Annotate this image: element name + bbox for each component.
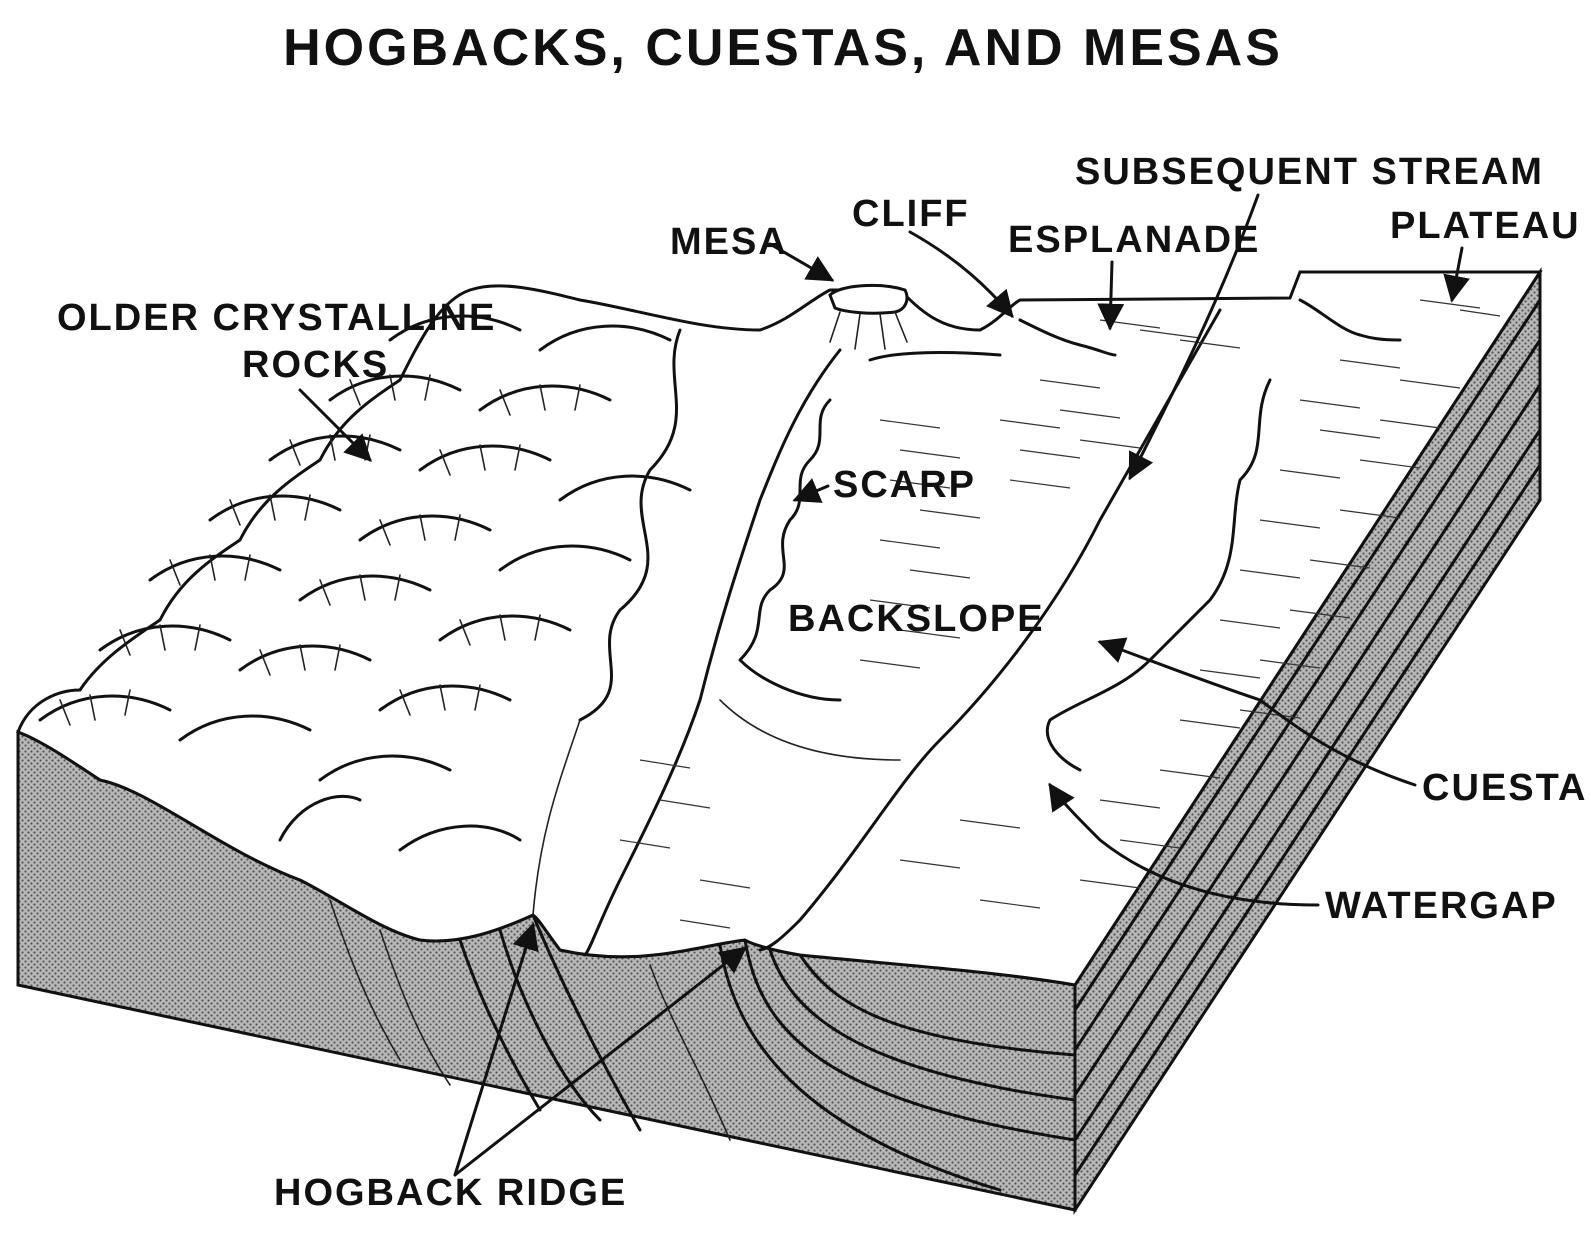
arrow-older-crystalline: [298, 388, 372, 462]
arrow-hogback-right: [453, 946, 748, 1177]
label-hogback-ridge: HOGBACK RIDGE: [274, 1172, 627, 1214]
label-older-crystalline-line1: OLDER CRYSTALLINE: [57, 297, 496, 339]
label-older-crystalline-line2: ROCKS: [242, 344, 389, 386]
label-subsequent-stream: SUBSEQUENT STREAM: [1075, 151, 1544, 193]
front-strata: [329, 899, 1077, 1192]
backslope-hatching: [619, 299, 1501, 929]
label-cliff: CLIFF: [852, 193, 970, 235]
scarp-lines: [738, 298, 1402, 772]
label-esplanade: ESPLANADE: [1008, 219, 1260, 261]
arrow-plateau: [1443, 246, 1470, 303]
label-plateau: PLATEAU: [1390, 205, 1581, 247]
arrow-subsequent-stream: [1128, 193, 1260, 481]
mesa-formation: [828, 284, 909, 350]
arrow-hogback-left: [453, 922, 539, 1177]
label-cuesta: CUESTA: [1422, 767, 1587, 809]
label-mesa: MESA: [670, 221, 788, 263]
label-backslope: BACKSLOPE: [788, 598, 1045, 640]
arrow-watergap: [1048, 782, 1320, 907]
arrow-cuesta: [1097, 637, 1417, 787]
arrow-scarp: [792, 478, 830, 503]
streams: [532, 308, 1222, 957]
leader-arrows: [298, 193, 1470, 1177]
arrow-esplanade: [1097, 260, 1125, 331]
diagram-title: HOGBACKS, CUESTAS, AND MESAS: [283, 19, 1283, 77]
side-strata: [1073, 298, 1542, 1177]
crystalline-hills: [38, 314, 692, 852]
arrow-cliff: [908, 230, 1014, 319]
label-watergap: WATERGAP: [1325, 885, 1558, 927]
arrow-mesa: [768, 242, 835, 282]
label-scarp: SCARP: [833, 464, 976, 506]
